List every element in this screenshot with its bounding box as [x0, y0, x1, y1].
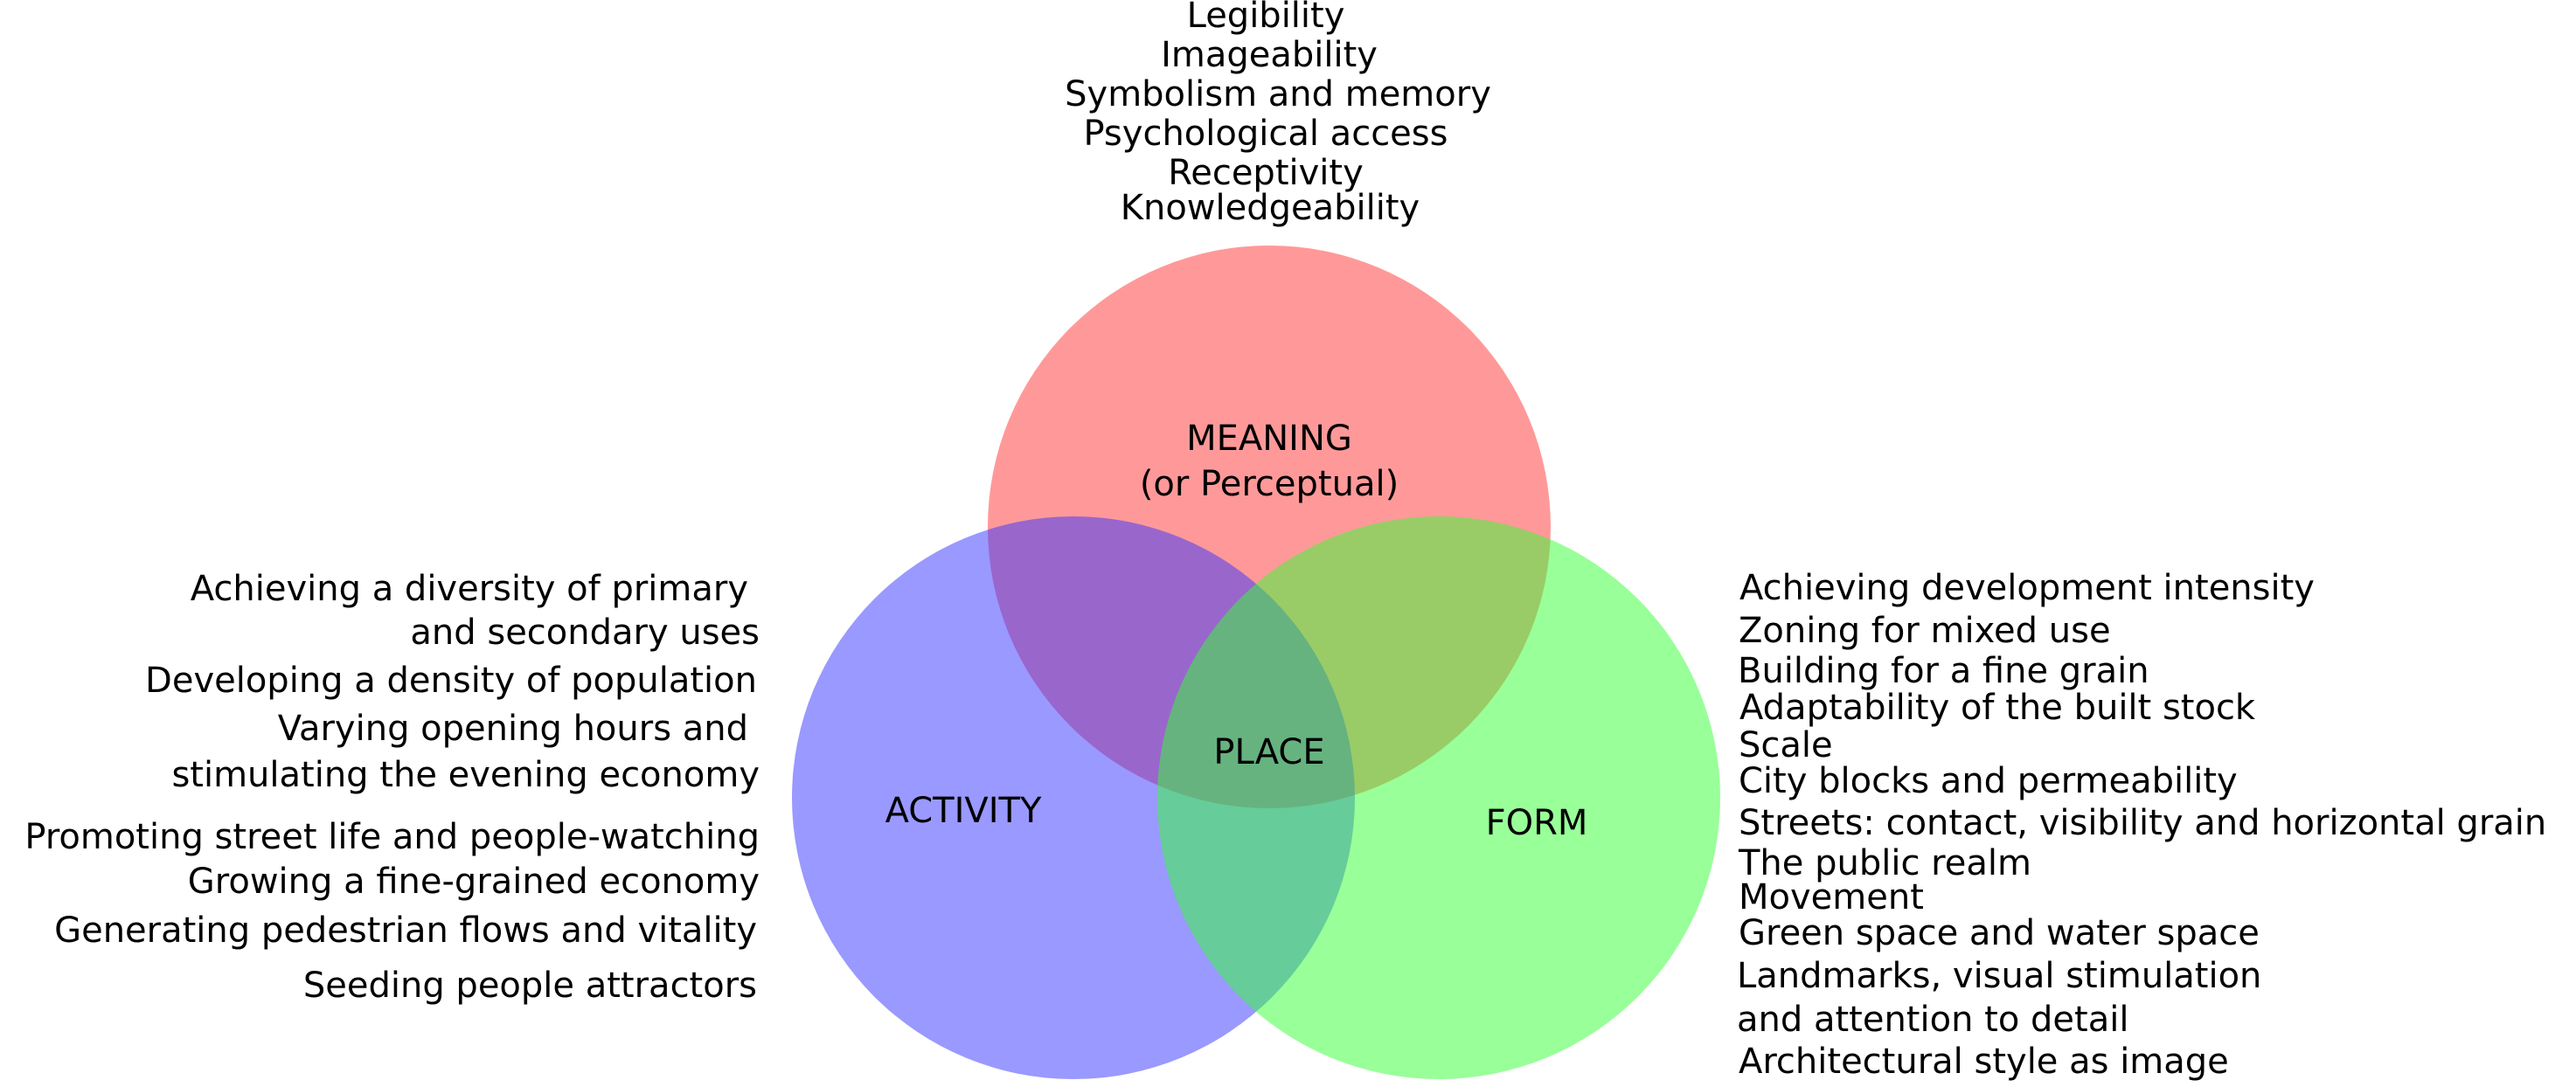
activity-item: Generating pedestrian flows and vitality	[54, 910, 757, 951]
form-item: Movement	[1739, 877, 1924, 917]
form-item: Green space and water space	[1739, 913, 2260, 953]
activity-list: Achieving a diversity of primary and sec…	[24, 569, 760, 1006]
form-item: Achieving development intensity	[1739, 568, 2315, 608]
meaning-item: Imageability	[1161, 35, 1378, 75]
form-title: FORM	[1486, 803, 1588, 843]
form-item: Architectural style as image	[1739, 1042, 2229, 1082]
activity-item: and secondary uses	[410, 613, 760, 653]
form-item: Scale	[1739, 725, 1833, 765]
activity-item: stimulating the evening economy	[171, 755, 760, 795]
form-item: The public realm	[1738, 843, 2031, 883]
form-item: and attention to detail	[1737, 1000, 2128, 1040]
activity-item: Developing a density of population	[145, 661, 757, 701]
activity-title: ACTIVITY	[885, 791, 1042, 831]
meaning-title: MEANING	[1186, 419, 1352, 459]
meaning-list: Legibility Imageability Symbolism and me…	[1065, 0, 1491, 228]
meaning-item: Legibility	[1187, 0, 1345, 36]
activity-item: Promoting street life and people-watchin…	[24, 817, 760, 857]
place-title: PLACE	[1213, 732, 1324, 772]
form-list: Achieving development intensity Zoning f…	[1737, 568, 2546, 1082]
form-circle	[1157, 516, 1720, 1079]
activity-item: Seeding people attractors	[303, 966, 757, 1006]
form-item: Streets: contact, visibility and horizon…	[1739, 803, 2546, 843]
meaning-item: Symbolism and memory	[1065, 74, 1491, 114]
form-item: Building for a fine grain	[1738, 651, 2149, 691]
meaning-subtitle: (or Perceptual)	[1140, 464, 1399, 504]
meaning-item: Receptivity	[1168, 153, 1364, 193]
activity-item: Varying opening hours and	[278, 709, 748, 749]
meaning-item: Knowledgeability	[1121, 188, 1420, 228]
form-item: Landmarks, visual stimulation	[1737, 956, 2261, 996]
activity-item: Achieving a diversity of primary	[191, 569, 748, 609]
meaning-item: Psychological access	[1084, 114, 1448, 154]
form-item: City blocks and permeability	[1739, 761, 2238, 801]
activity-item: Growing a fine-grained economy	[188, 862, 760, 902]
form-item: Adaptability of the built stock	[1739, 688, 2256, 728]
form-item: Zoning for mixed use	[1739, 611, 2111, 651]
